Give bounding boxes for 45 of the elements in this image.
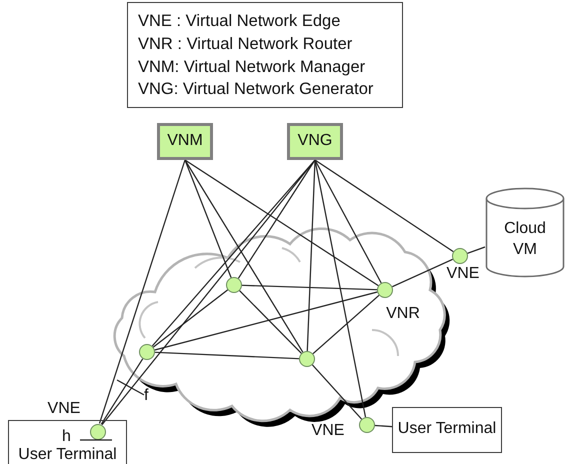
connector-line: [312, 294, 380, 354]
node-label: VNE: [446, 265, 480, 283]
terminal-box: [392, 407, 502, 453]
connector-line: [374, 424, 392, 428]
component-box: [157, 123, 213, 160]
cylinder-label: Cloud VM: [503, 219, 547, 260]
interface-label: f: [144, 387, 148, 405]
node-label: VNR: [386, 305, 420, 323]
node-circle: [90, 424, 106, 440]
connector-line: [314, 160, 366, 418]
abbreviation-text: VNM: Virtual Network Manager: [138, 56, 366, 77]
connector-line: [306, 160, 316, 352]
connector-line: [242, 284, 378, 290]
connector-line: [184, 160, 379, 286]
connector-line: [184, 160, 232, 278]
connector-line: [154, 352, 300, 360]
abbreviation-text: VNG: Virtual Network Generator: [138, 79, 374, 100]
node-label: VNE: [312, 422, 344, 440]
connector-line: [152, 289, 228, 348]
connector-line: [98, 160, 186, 424]
node-circle: [359, 417, 375, 433]
node-circle: [452, 248, 468, 264]
connector-line: [467, 246, 486, 254]
connector-line: [392, 258, 453, 288]
connector-line: [184, 160, 304, 353]
abbreviation-key-box: [127, 2, 403, 108]
connector-line: [100, 358, 144, 425]
leader-line: [116, 379, 144, 396]
connector-line: [314, 160, 454, 252]
component-box: [287, 123, 343, 160]
connector-line: [102, 160, 316, 426]
connector-line: [312, 364, 362, 420]
box-label: User Terminal: [398, 420, 496, 438]
box-label: User Terminal: [18, 446, 117, 464]
abbreviation-text: VNR : Virtual Network Router: [138, 34, 352, 54]
box-label: h: [62, 428, 71, 446]
connector-line: [238, 160, 316, 279]
abbreviation-text: VNE : Virtual Network Edge: [138, 11, 340, 32]
connector-line: [314, 160, 382, 284]
connector-line: [152, 160, 316, 346]
connector-line: [239, 290, 302, 354]
box-label: VNG: [298, 132, 332, 150]
node-label: VNE: [48, 400, 80, 418]
connector-line: [154, 291, 378, 351]
box-label: VNM: [167, 132, 203, 150]
